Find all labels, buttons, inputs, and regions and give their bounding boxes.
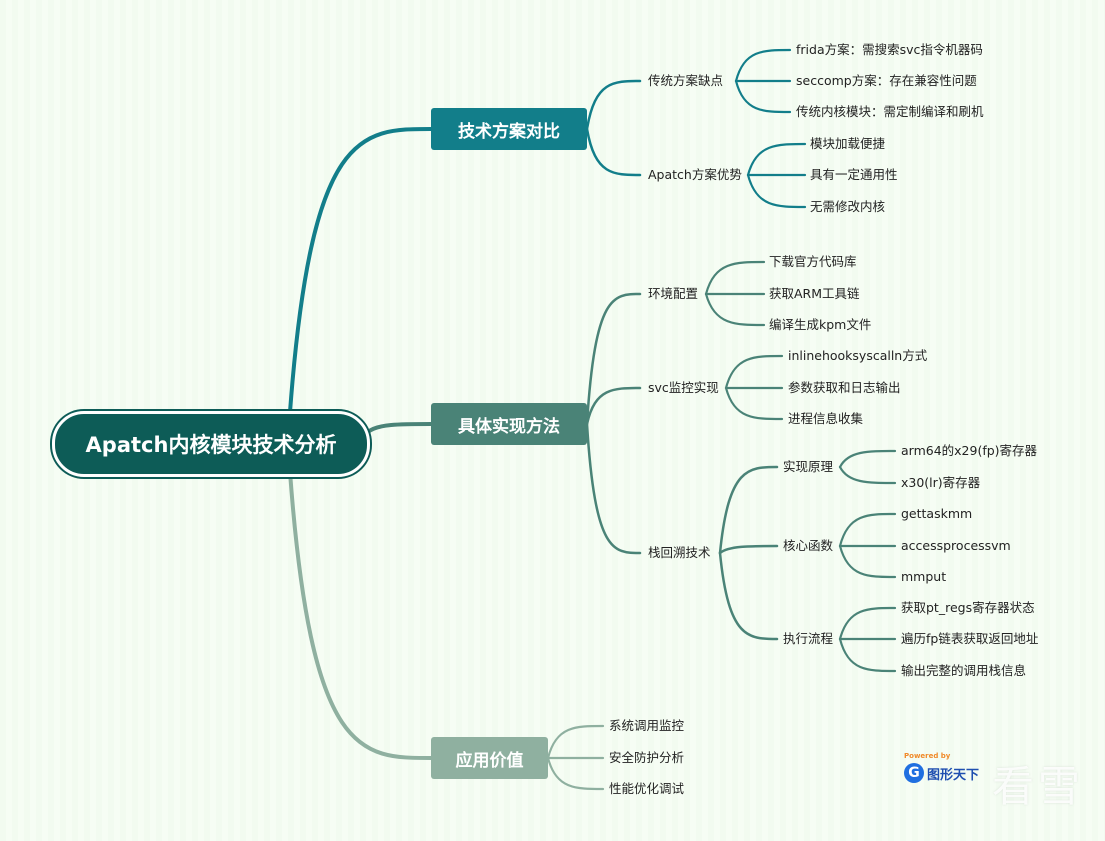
leaf-node[interactable]: 下载官方代码库 bbox=[769, 254, 857, 269]
node-principle[interactable]: 实现原理 bbox=[783, 459, 834, 474]
connector-line bbox=[724, 354, 784, 390]
branch-application-value[interactable]: 应用价值 bbox=[431, 737, 548, 779]
leaf-node[interactable]: 安全防护分析 bbox=[609, 750, 685, 765]
leaf-node[interactable]: 传统内核模块：需定制编译和刷机 bbox=[796, 104, 984, 119]
connector-line bbox=[585, 292, 642, 426]
leaf-node[interactable]: 模块加载便捷 bbox=[810, 136, 886, 151]
leaf-node[interactable]: 性能优化调试 bbox=[609, 781, 685, 796]
leaf-node[interactable]: arm64的x29(fp)寄存器 bbox=[901, 443, 1038, 458]
connector-line bbox=[366, 422, 433, 434]
node-svc-monitoring[interactable]: svc监控实现 bbox=[648, 380, 719, 395]
leaf-node[interactable]: seccomp方案：存在兼容性问题 bbox=[796, 73, 977, 88]
connector-line bbox=[838, 512, 897, 548]
leaf-node[interactable]: 进程信息收集 bbox=[788, 411, 864, 426]
connector-line bbox=[546, 756, 605, 791]
connector-line bbox=[734, 48, 792, 83]
connector-line bbox=[288, 127, 433, 414]
node-core-functions[interactable]: 核心函数 bbox=[783, 538, 834, 553]
connector-line bbox=[585, 422, 642, 555]
connector-line bbox=[718, 544, 779, 555]
leaf-node[interactable]: 输出完整的调用栈信息 bbox=[901, 663, 1027, 678]
connector-line bbox=[546, 724, 605, 760]
connector-line bbox=[838, 449, 897, 469]
leaf-node[interactable]: 遍历fp链表获取返回地址 bbox=[901, 631, 1039, 646]
branch-implementation[interactable]: 具体实现方法 bbox=[431, 403, 587, 445]
leaf-node[interactable]: 系统调用监控 bbox=[609, 718, 685, 733]
connector-line bbox=[585, 386, 642, 426]
branch-tech-comparison[interactable]: 技术方案对比 bbox=[431, 108, 587, 150]
root-node[interactable]: Apatch内核模块技术分析 bbox=[52, 411, 370, 477]
connector-line bbox=[838, 606, 897, 641]
connector-line bbox=[838, 465, 897, 485]
connector-line bbox=[585, 79, 642, 131]
node-execution-flow[interactable]: 执行流程 bbox=[783, 631, 834, 646]
leaf-node[interactable]: frida方案：需搜索svc指令机器码 bbox=[796, 42, 983, 57]
connector-line bbox=[288, 470, 433, 760]
brand-logo-icon: G bbox=[904, 763, 924, 783]
leaf-node[interactable]: 具有一定通用性 bbox=[810, 167, 898, 182]
connector-line bbox=[704, 260, 766, 296]
connector-line bbox=[724, 386, 784, 421]
connector-line bbox=[746, 173, 807, 209]
connector-line bbox=[718, 465, 779, 555]
node-environment-setup[interactable]: 环境配置 bbox=[648, 286, 699, 301]
brand-name: 图形天下 bbox=[927, 767, 980, 783]
leaf-node[interactable]: 获取ARM工具链 bbox=[769, 286, 860, 301]
connector-line bbox=[718, 551, 779, 641]
connector-line bbox=[746, 142, 807, 177]
powered-by-text: Powered by bbox=[904, 752, 951, 760]
leaf-node[interactable]: mmput bbox=[901, 569, 947, 584]
leaf-node[interactable]: 获取pt_regs寄存器状态 bbox=[901, 600, 1035, 615]
powered-by-logo: Powered by G 图形天下 bbox=[904, 752, 979, 783]
connector-line bbox=[704, 292, 766, 327]
site-watermark: 看雪 bbox=[992, 762, 1085, 811]
connector-line bbox=[838, 544, 897, 579]
connector-line bbox=[734, 79, 792, 114]
leaf-node[interactable]: gettaskmm bbox=[901, 506, 973, 521]
node-traditional-drawbacks[interactable]: 传统方案缺点 bbox=[648, 73, 724, 88]
leaf-node[interactable]: accessprocessvm bbox=[901, 538, 1011, 553]
leaf-node[interactable]: 无需修改内核 bbox=[810, 199, 886, 214]
node-stack-backtrace[interactable]: 栈回溯技术 bbox=[648, 545, 711, 560]
leaf-node[interactable]: inlinehooksyscalln方式 bbox=[788, 348, 928, 363]
leaf-node[interactable]: 编译生成kpm文件 bbox=[769, 317, 872, 332]
leaf-node[interactable]: x30(lr)寄存器 bbox=[901, 475, 981, 490]
connector-line bbox=[838, 637, 897, 673]
node-apatch-advantages[interactable]: Apatch方案优势 bbox=[648, 167, 742, 182]
connector-line bbox=[585, 127, 642, 177]
leaf-node[interactable]: 参数获取和日志输出 bbox=[788, 380, 901, 395]
